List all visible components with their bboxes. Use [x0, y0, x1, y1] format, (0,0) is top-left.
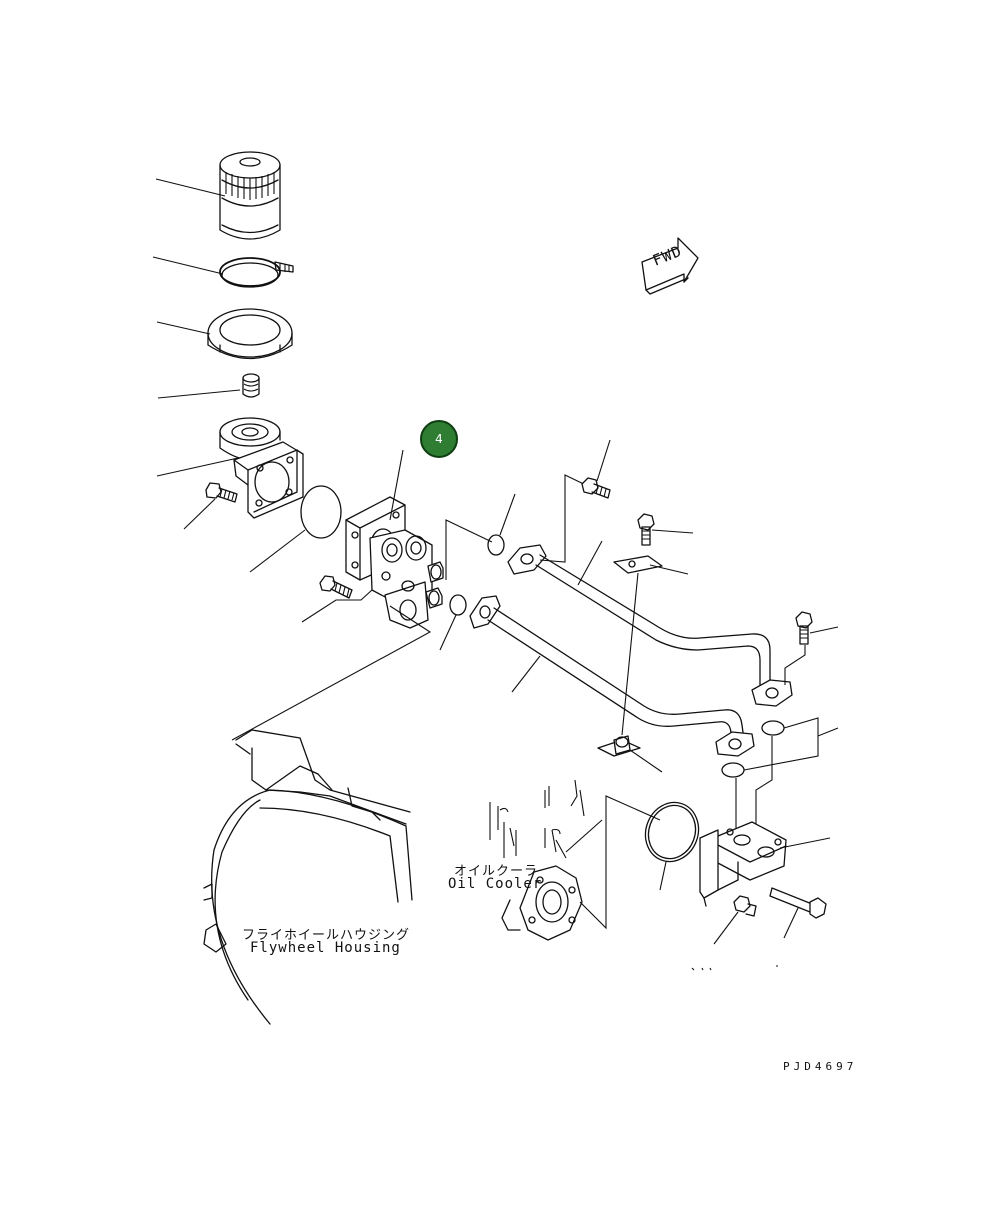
lower-oil-pipe: [469, 595, 755, 757]
round-gasket-1: [300, 485, 342, 539]
leader-filter: [155, 178, 226, 197]
leader-o-ring-1: [499, 493, 516, 536]
leader-bolt-5: [809, 626, 839, 634]
drawing-code: PJD4697: [783, 1060, 858, 1073]
leader-flywheel: [231, 605, 432, 741]
upper-oil-pipe: [507, 544, 793, 707]
oil-cooler-jp-label: オイルクーラ: [454, 864, 539, 879]
oil-cooler-en-label: Oil Cooler: [448, 876, 543, 892]
leader-o-ring-large: [659, 861, 667, 891]
leader-bolt-2: [301, 589, 373, 623]
bolt-6: [733, 895, 757, 917]
leader-bolt-1: [183, 498, 216, 530]
leader-o-ring-2: [439, 614, 457, 651]
filter-band: [219, 257, 294, 288]
filter-head: [219, 417, 304, 519]
callout-badge[interactable]: 4: [420, 420, 458, 458]
leader-bolt-6: [713, 911, 739, 945]
bolt-5: [795, 611, 813, 645]
gasket-right-2: [721, 762, 745, 778]
leader-oil-cooler: [565, 795, 661, 930]
leader-clamp: [629, 749, 663, 773]
gasket-right-1: [761, 720, 785, 736]
clip-bracket: [613, 555, 663, 574]
leader-lower-pipe: [511, 655, 541, 693]
leader-adapter: [389, 449, 404, 521]
leader-clip-stem: [621, 572, 639, 736]
bolt-3: [581, 477, 611, 499]
leader-cooler-adapter: [779, 837, 831, 849]
leader-o-ring-1b: [445, 519, 493, 580]
leader-bolt-4: [651, 529, 694, 534]
flywheel-housing: [203, 729, 413, 1025]
bolt-1: [205, 482, 238, 503]
oil-filter-cartridge: [219, 151, 281, 240]
leader-clip: [649, 564, 689, 575]
o-ring-1: [487, 534, 505, 556]
leader-bolt-3: [596, 439, 611, 482]
o-ring-large: [644, 801, 700, 863]
leader-ring: [156, 321, 211, 335]
leader-upper-pipe-b: [539, 474, 593, 563]
bolt-4: [637, 513, 655, 546]
leader-upper-pipe: [577, 540, 603, 586]
leader-gaskets-right: [783, 717, 839, 737]
callout-number: 4: [435, 432, 443, 446]
center-nipple: [242, 373, 260, 398]
flywheel-housing-en-label: Flywheel Housing: [250, 940, 401, 956]
bolt-2: [319, 575, 353, 599]
leader-gasket-1: [249, 529, 306, 573]
long-bolt: [769, 887, 827, 919]
leader-bolt-5b: [784, 645, 806, 685]
cooler-adapter-block: [699, 821, 787, 907]
o-ring-2: [449, 594, 467, 616]
flywheel-housing-jp-label: フライホイールハウジング: [242, 928, 411, 943]
leader-nipple: [157, 389, 241, 399]
ring-gasket: [207, 308, 293, 360]
oil-cooler: [489, 779, 585, 941]
leader-head: [156, 457, 239, 477]
leader-band: [152, 256, 224, 275]
adapter-block: [345, 496, 444, 629]
leader-long-bolt: [783, 907, 799, 939]
leader-gaskets-right-b: [743, 736, 819, 771]
fwd-arrow: [641, 237, 699, 295]
